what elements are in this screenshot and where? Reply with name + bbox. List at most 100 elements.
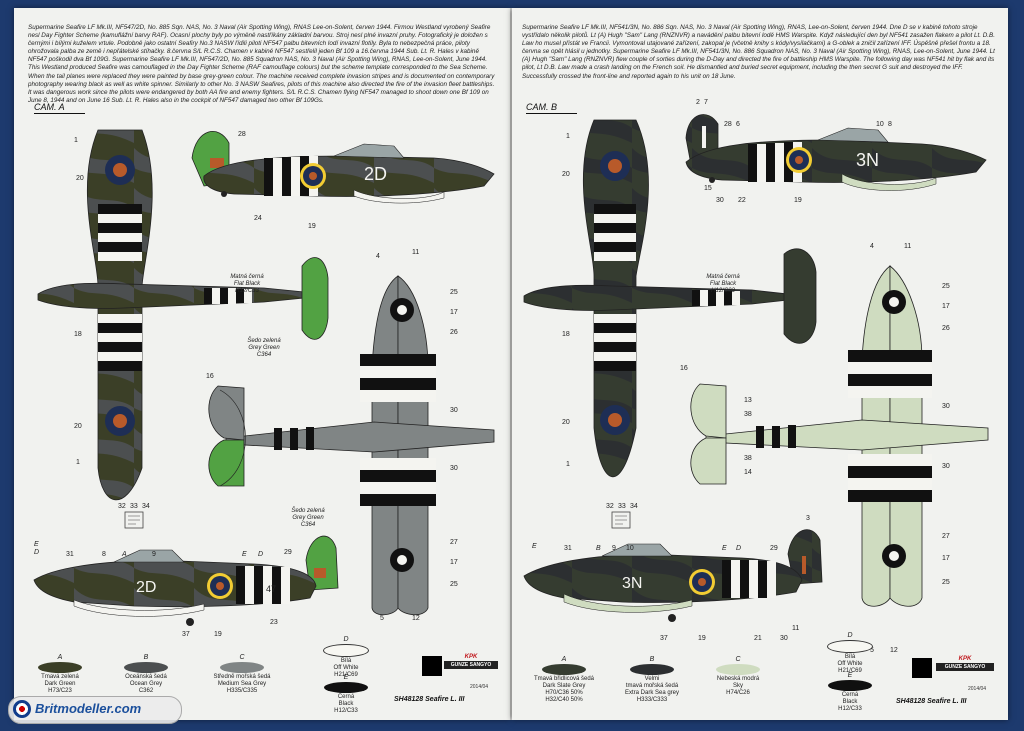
callout: 2 [696, 99, 700, 106]
bottom-view [690, 265, 989, 607]
callout: 18 [562, 331, 570, 338]
callout: 31 [66, 551, 74, 558]
cam-label: CAM. B [526, 102, 578, 114]
callout: 25 [450, 581, 458, 588]
callout: 30 [942, 463, 950, 470]
callout: 11 [904, 243, 911, 250]
callout: 34 [142, 503, 150, 510]
callout: 37 [660, 635, 668, 642]
qr-code-icon [912, 658, 932, 678]
publisher-logo: KPK GUNZE SANGYO [936, 656, 994, 671]
publisher-logo: KPK GUNZE SANGYO [444, 654, 498, 669]
callout: 19 [794, 197, 802, 204]
callout: 8 [888, 121, 892, 128]
watermark-text: Britmodeller.com [35, 701, 142, 716]
mark-d: D [34, 549, 39, 556]
top-view [37, 129, 329, 501]
callout: 29 [284, 549, 292, 556]
callout: 20 [562, 171, 570, 178]
profile-artwork: 1 20 1 20 18 16 28 24 19 4 11 25 17 26 3… [33, 129, 495, 638]
callout: 1 [566, 133, 570, 140]
swatch-e: E Černá Black H12/C33 [310, 674, 382, 715]
callout: 28 [724, 121, 732, 128]
callout: 18 [74, 331, 82, 338]
right-page: Supermarine Seafire LF Mk.III, NF541/3N,… [512, 8, 1008, 720]
callout: 32 [118, 503, 126, 510]
callout: 25 [450, 289, 458, 296]
description-text: Supermarine Seafire LF Mk.III, NF541/3N,… [522, 24, 995, 80]
callout: 17 [450, 559, 458, 566]
mark-e: E [34, 541, 39, 548]
roundel-logo-icon [13, 700, 31, 718]
callout: 8 [102, 551, 106, 558]
callout: 24 [254, 215, 262, 222]
callout: 12 [890, 647, 898, 654]
callout: 30 [716, 197, 724, 204]
callout: 4 [376, 253, 380, 260]
callout: 30 [450, 407, 458, 414]
profile-artwork: 1 20 1 20 18 16 13 38 14 38 2 7 28 6 15 … [523, 99, 989, 654]
note-grey-green-2: Šedo zelená Grey Green C364 [291, 508, 325, 528]
callout: 7 [704, 99, 708, 106]
callout: 26 [450, 329, 458, 336]
bottom-view [208, 275, 495, 616]
callout: 25 [942, 579, 950, 586]
callout: 20 [76, 175, 84, 182]
callout: 37 [182, 631, 190, 638]
callout: 38 [744, 411, 752, 418]
note-grey-green: Šedo zelená Grey Green C364 [247, 338, 281, 358]
swatch-c: C Středně mořská šedá Medium Sea Grey H3… [213, 654, 271, 694]
mark-e: E [532, 543, 537, 550]
kit-code: SH48128 Seafire L. III [896, 698, 967, 705]
callout: 20 [562, 419, 570, 426]
callout: 26 [942, 325, 950, 332]
callout: 17 [942, 555, 950, 562]
stencil-box [611, 511, 631, 529]
callout: 19 [308, 223, 316, 230]
code-letters-lower: 2D [136, 579, 156, 596]
top-view [523, 119, 817, 478]
qr-code-icon [422, 656, 442, 676]
mark-d2: D [258, 551, 263, 558]
side-profile-lower [523, 529, 823, 622]
note-flat-black: Matná černá Flat Black H12/C33 [706, 274, 740, 294]
mark-e2: E [242, 551, 247, 558]
watermark: Britmodeller.com [8, 696, 182, 724]
callout: 5 [870, 647, 874, 654]
callout: 9 [612, 545, 616, 552]
print-date: 2014/04 [470, 684, 489, 690]
print-date: 2014/04 [968, 686, 987, 692]
stencil-box [124, 511, 144, 529]
callout: 4 [870, 243, 874, 250]
note-flat-black: Matná černá Flat Black H12/C33 [230, 274, 264, 294]
callout: 33 [130, 503, 138, 510]
mark-a: A [121, 551, 127, 558]
callout: 5 [380, 615, 384, 622]
book-spine [508, 8, 514, 720]
callout: 1 [566, 461, 570, 468]
callout: 25 [942, 283, 950, 290]
callout: 13 [744, 397, 752, 404]
swatch-c: C Nebeská modrá Sky H74/C26 [716, 656, 760, 696]
callout: 30 [450, 465, 458, 472]
description-text: Supermarine Seafire LF Mk.III, NF547/2D,… [28, 24, 495, 104]
callout: 19 [698, 635, 706, 642]
callout: 31 [564, 545, 572, 552]
callout: 21 [754, 635, 762, 642]
side-profile-upper [191, 131, 495, 204]
callout: 9 [152, 551, 156, 558]
side-profile-upper [685, 114, 987, 191]
callout: 17 [450, 309, 458, 316]
swatch-b: B Oceánská šedá Ocean Grey C362 [124, 654, 168, 694]
swatch-d: D Bílá Off White H21/C69 [310, 636, 382, 679]
callout: 10 [626, 545, 634, 552]
mark-e2: E [722, 545, 727, 552]
callout: 28 [238, 131, 246, 138]
cam-label: CAM. A [34, 102, 85, 114]
mark-d: D [736, 545, 741, 552]
callout: 3 [806, 515, 810, 522]
callout: 16 [680, 365, 688, 372]
callout: 27 [942, 533, 950, 540]
callout: 30 [942, 403, 950, 410]
code-letters: 2D [364, 164, 387, 184]
